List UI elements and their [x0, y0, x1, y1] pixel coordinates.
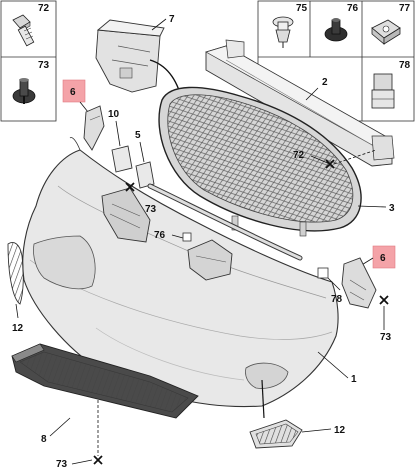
fastener-table-left: 72 73	[0, 0, 57, 122]
part-5-insert	[135, 161, 155, 189]
label-73-mid: 73	[145, 204, 157, 215]
highlight-box-6-right	[372, 245, 396, 269]
label-6-right: 6	[380, 253, 386, 264]
label-12-bottom: 12	[334, 425, 346, 436]
label-1: 1	[351, 374, 357, 385]
label-2: 2	[322, 77, 328, 88]
part-7-bracket	[95, 19, 183, 101]
clip-square-right	[317, 267, 329, 279]
part-10-insert	[111, 145, 133, 173]
part-3-grille	[158, 86, 362, 237]
label-73-box: 73	[38, 60, 50, 71]
label-72-mid: 72	[293, 150, 305, 161]
cross-fastener-icon	[93, 455, 103, 465]
label-6-left: 6	[70, 87, 76, 98]
clip-nut-icon	[371, 19, 401, 45]
part-6-right-bracket	[341, 257, 377, 309]
screw-cap-icon	[324, 18, 348, 42]
label-8: 8	[41, 434, 47, 445]
cross-fastener-icon	[325, 159, 335, 169]
part-lower-grille-bracket	[187, 239, 233, 281]
label-10: 10	[108, 109, 120, 120]
part-2-beam	[205, 39, 395, 167]
label-72-box: 72	[38, 3, 50, 14]
label-75-box: 75	[296, 3, 308, 14]
part-6-left-bracket	[83, 105, 105, 151]
label-73-bottom: 73	[56, 459, 68, 470]
part-1-bumper	[22, 137, 339, 408]
bolt-icon	[12, 14, 35, 47]
cross-fastener-icon	[379, 295, 389, 305]
label-76-mid: 76	[154, 230, 166, 241]
push-rivet-icon	[272, 16, 294, 48]
label-76-box: 76	[347, 3, 359, 14]
cross-fastener-icon	[125, 182, 135, 192]
label-5: 5	[135, 130, 141, 141]
label-77-box: 77	[399, 3, 411, 14]
label-78-mid: 78	[331, 294, 343, 305]
part-12-bottom-trim	[249, 419, 303, 449]
label-73-right: 73	[380, 332, 392, 343]
label-3: 3	[389, 203, 395, 214]
part-9-strip	[147, 183, 303, 261]
label-78-box: 78	[399, 60, 411, 71]
bracket-clip-icon	[371, 73, 395, 109]
push-rivet-icon	[12, 78, 36, 104]
highlight-box-6-left	[62, 79, 86, 103]
clip-square	[182, 232, 192, 242]
part-8-undertray	[11, 343, 199, 419]
label-7: 7	[169, 14, 175, 25]
part-12-left-trim	[7, 242, 24, 305]
label-12-left: 12	[12, 323, 24, 334]
